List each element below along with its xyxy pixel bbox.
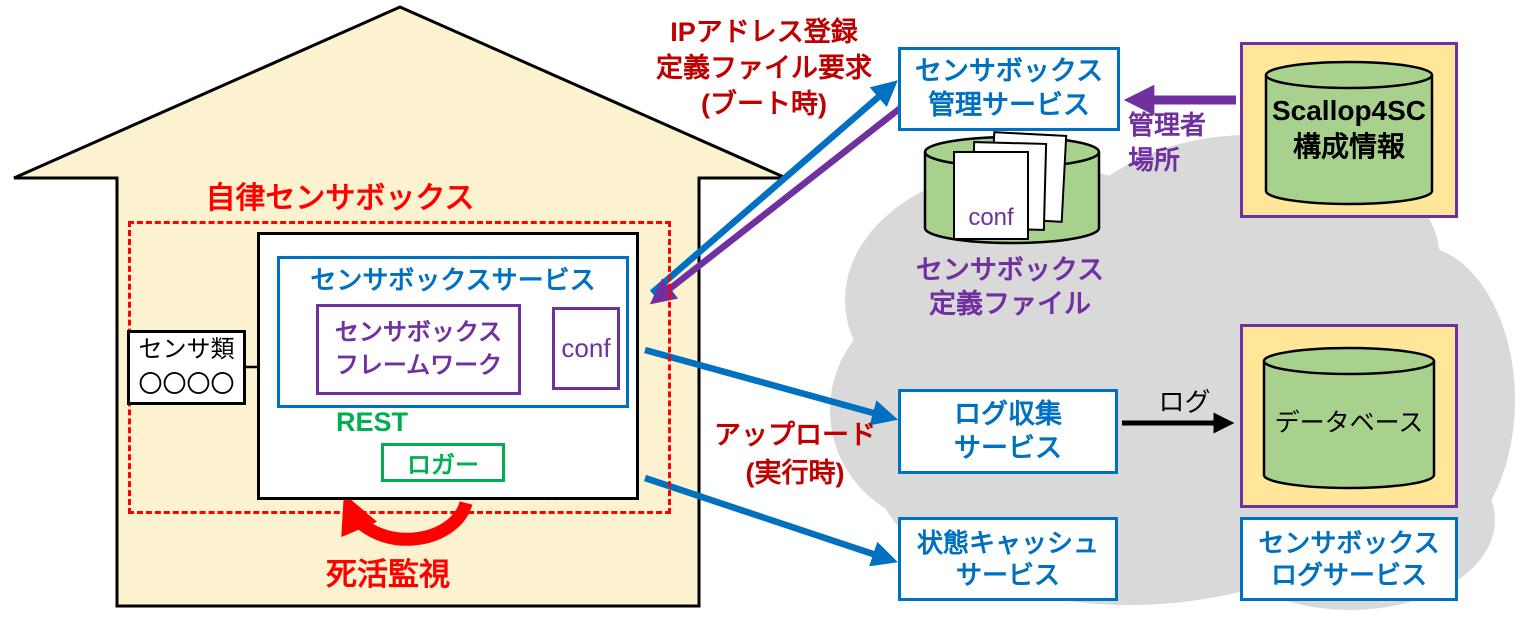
admin-location-label: 管理者 場所 xyxy=(1128,108,1238,178)
framework-line2: フレームワーク xyxy=(334,351,503,379)
sensors-line1: センサ類 xyxy=(138,335,235,363)
state-cache-line2: サービス xyxy=(955,560,1060,590)
upload-annotation-line2: (実行時) xyxy=(745,458,845,488)
framework-line1: センサボックス xyxy=(334,319,503,347)
boot-annotation-line3: (ブート時) xyxy=(701,89,827,119)
scallop4sc-text: Scallop4SC 構成情報 xyxy=(1250,93,1448,166)
arrow-upload-state xyxy=(643,474,898,567)
state-cache-service-box: 状態キャッシュ サービス xyxy=(898,517,1118,601)
log-arrow-label: ログ xyxy=(1158,386,1211,417)
admin-label-line2: 場所 xyxy=(1128,145,1181,176)
house-title: 自律センサボックス xyxy=(205,182,475,215)
scallop4sc-line1: Scallop4SC xyxy=(1271,95,1427,126)
sensor-log-line1: センサボックス xyxy=(1258,527,1440,558)
arrow-upload-log xyxy=(644,346,899,426)
boot-annotation: IPアドレス登録 定義ファイル要求 (ブート時) xyxy=(628,14,900,122)
sensors-box: センサ類 〇〇〇〇 xyxy=(127,330,246,405)
rest-label: REST xyxy=(335,406,408,437)
definition-file-caption-line1: センサボックス xyxy=(915,255,1105,285)
conf-box: conf xyxy=(552,307,620,390)
management-service-box: センサボックス 管理サービス xyxy=(898,47,1120,131)
sensor-log-line2: ログサービス xyxy=(1270,560,1427,590)
config-document-front: conf xyxy=(953,151,1029,240)
log-collection-line1: ログ収集 xyxy=(954,398,1062,429)
definition-file-caption-line2: 定義ファイル xyxy=(929,288,1091,319)
upload-annotation: アップロード (実行時) xyxy=(702,416,888,492)
state-cache-line1: 状態キャッシュ xyxy=(916,527,1099,558)
scallop4sc-line2: 構成情報 xyxy=(1292,131,1405,163)
database-box: データベース xyxy=(1240,324,1458,508)
log-collection-service-box: ログ収集 サービス xyxy=(898,389,1118,474)
sensor-box-service-title: センサボックスサービス xyxy=(310,264,596,295)
database-cylinder xyxy=(1262,346,1436,490)
management-service-line1: センサボックス xyxy=(914,56,1104,87)
arrow-register-boot xyxy=(649,80,898,296)
log-collection-line2: サービス xyxy=(954,432,1062,463)
alive-monitor-arrow xyxy=(341,493,473,546)
upload-annotation-line1: アップロード xyxy=(714,420,876,450)
config-document-label: conf xyxy=(968,204,1014,231)
alive-monitoring-label: 死活監視 xyxy=(326,556,450,592)
management-service-line2: 管理サービス xyxy=(928,90,1090,120)
admin-label-line1: 管理者 xyxy=(1128,110,1207,140)
sensor-log-service-box: センサボックス ログサービス xyxy=(1240,517,1458,601)
sensors-line2: 〇〇〇〇 xyxy=(138,370,235,398)
framework-box: センサボックス フレームワーク xyxy=(316,304,521,395)
scallop4sc-box: Scallop4SC 構成情報 xyxy=(1240,42,1458,218)
logger-box: ロガー xyxy=(381,443,505,482)
scallop4sc-cylinder xyxy=(1264,60,1434,206)
boot-annotation-line2: 定義ファイル要求 xyxy=(656,53,872,83)
definition-file-caption: センサボックス 定義ファイル xyxy=(898,254,1122,322)
arrow-deliver-config xyxy=(649,103,906,305)
database-label: データベース xyxy=(1274,409,1424,437)
boot-annotation-line1: IPアドレス登録 xyxy=(670,17,858,47)
